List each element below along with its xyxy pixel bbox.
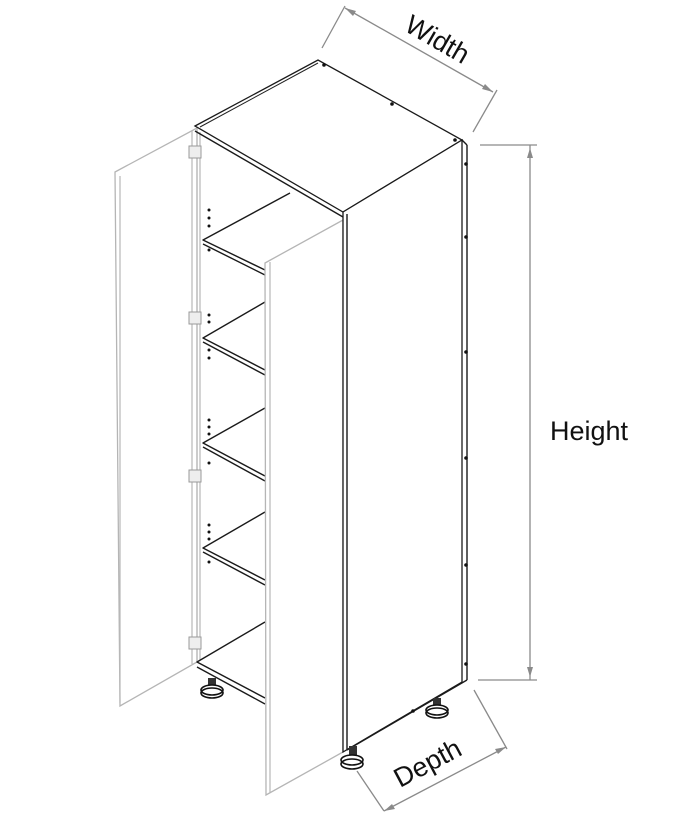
hinge-icon [188, 469, 202, 483]
hinge-icon [188, 311, 202, 325]
shelves [196, 192, 291, 705]
shelf-2 [202, 301, 266, 376]
leg-front [340, 746, 364, 770]
leg-back-left [200, 678, 224, 699]
shelf-3 [202, 407, 266, 482]
left-door [114, 126, 198, 708]
height-dimension: Height [478, 144, 629, 681]
height-label: Height [550, 416, 629, 446]
plinth [346, 679, 468, 751]
shelf-bottom [196, 621, 266, 705]
right-door [264, 218, 344, 797]
cabinet-interior [196, 128, 201, 662]
legs [200, 678, 449, 770]
shelf-1 [202, 192, 291, 276]
hinge-icon [188, 145, 202, 159]
shelf-pin-holes [207, 208, 211, 564]
shelf-4 [202, 511, 266, 586]
right-side-panel [342, 138, 468, 754]
hinges [188, 145, 202, 650]
leg-back-right [425, 698, 449, 719]
hinge-icon [188, 636, 202, 650]
depth-label: Depth [389, 733, 467, 793]
